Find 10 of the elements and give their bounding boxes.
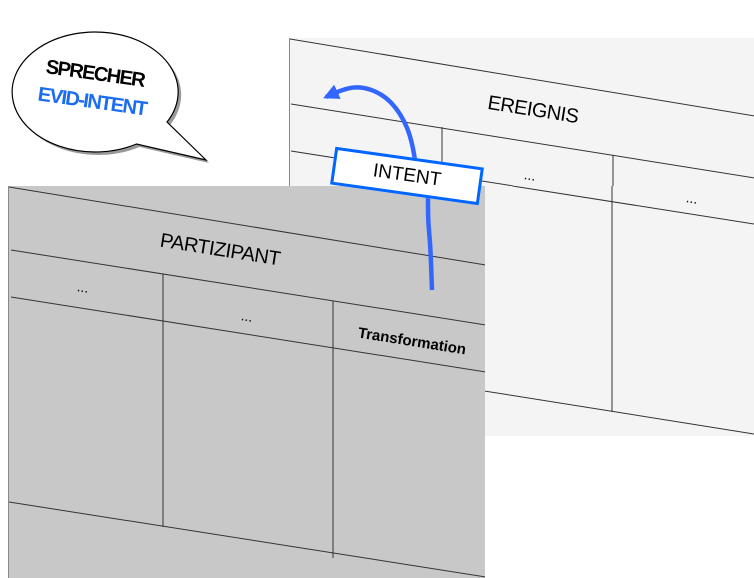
connector-line <box>426 197 434 290</box>
curved-arrow <box>323 84 418 160</box>
cell-text: ... <box>684 188 700 209</box>
cell-text: ... <box>522 165 538 186</box>
table-title: EREIGNIS <box>485 90 581 130</box>
table-panel <box>8 186 485 578</box>
table-title: PARTIZIPANT <box>157 228 283 272</box>
cell-text: ... <box>238 306 255 327</box>
table-panel <box>289 38 754 186</box>
cell-text: ... <box>74 277 91 298</box>
